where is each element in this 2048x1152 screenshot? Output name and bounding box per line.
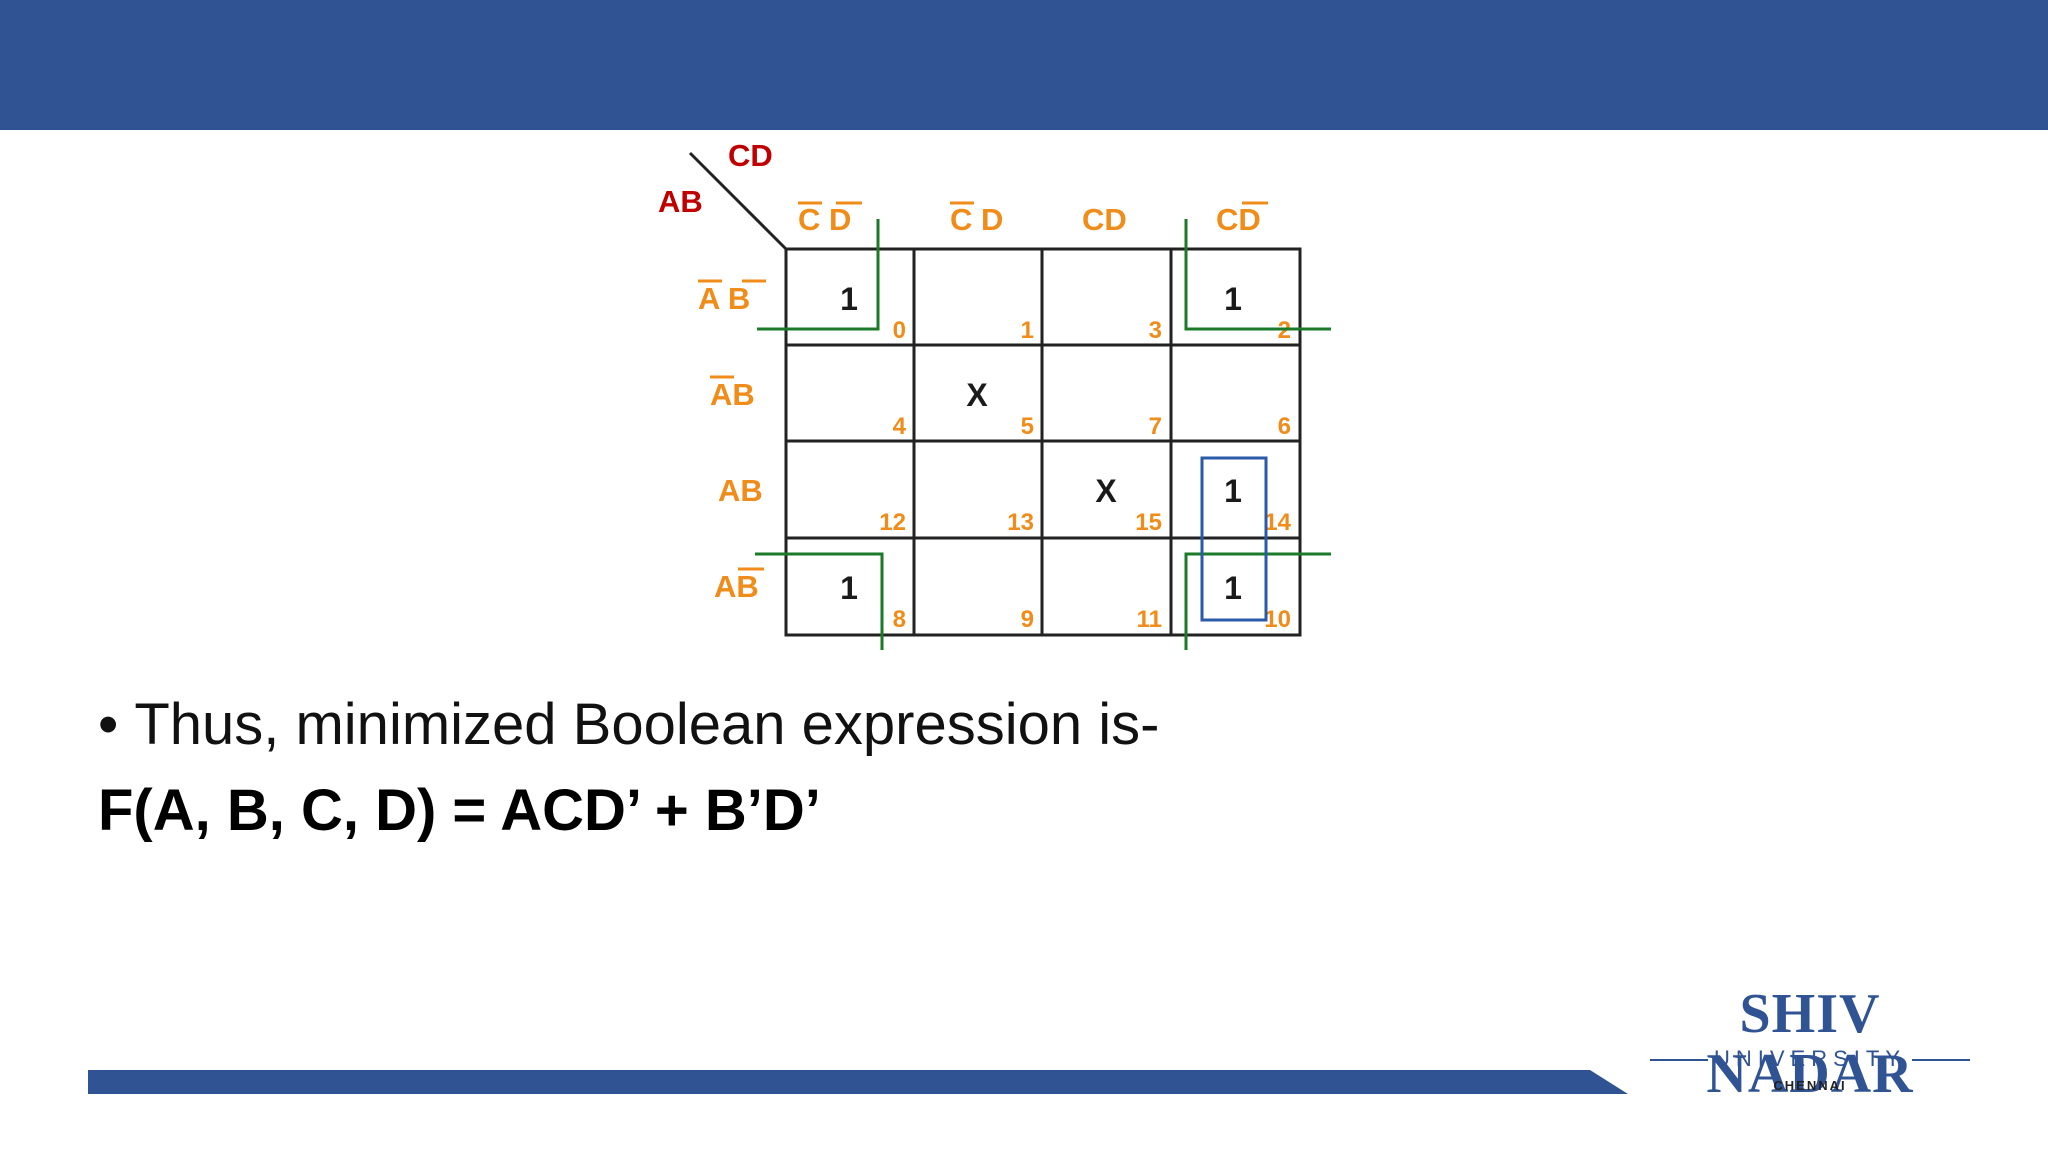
group-corner-top-left [757, 219, 880, 331]
kmap-col-var-label: CD [728, 138, 773, 173]
cell-value-15: X [1095, 473, 1117, 509]
logo-subtitle: UNIVERSITY [1640, 1046, 1980, 1072]
university-logo: SHIV NADAR UNIVERSITY CHENNAI [1640, 984, 1980, 1104]
logo-city: CHENNAI [1773, 1078, 1847, 1093]
cell-value-10: 1 [1224, 570, 1242, 606]
cell-index-13: 13 [1007, 509, 1034, 536]
col-header-0: C D [798, 202, 851, 237]
cell-value-8: 1 [840, 570, 858, 606]
kmap-corner-diagonal [688, 151, 788, 251]
cell-index-12: 12 [879, 509, 906, 536]
cell-value-14: 1 [1224, 473, 1242, 509]
row-header-3: AB [714, 569, 759, 604]
bullet-text: Thus, minimized Boolean expression is- [134, 692, 1160, 757]
cell-index-8: 8 [893, 606, 906, 633]
header-band [0, 0, 2048, 130]
cell-index-1: 1 [1021, 317, 1034, 344]
cell-value-0: 1 [840, 281, 858, 317]
cell-index-14: 14 [1264, 509, 1291, 536]
cell-index-0: 0 [893, 317, 906, 344]
cell-value-5: X [966, 377, 988, 413]
cell-index-7: 7 [1149, 413, 1162, 440]
col-header-3: CD [1216, 202, 1261, 237]
cell-index-4: 4 [893, 413, 907, 440]
cell-value-2: 1 [1224, 281, 1242, 317]
bullet-dot: • [98, 692, 119, 757]
group-corner-bottom-right [1184, 552, 1331, 650]
col-header-2: CD [1082, 202, 1127, 237]
row-header-0: A B [698, 281, 750, 316]
cell-index-5: 5 [1021, 413, 1034, 440]
cell-index-11: 11 [1137, 606, 1162, 633]
row-header-1: AB [710, 377, 755, 412]
cell-index-10: 10 [1264, 606, 1291, 633]
group-pair-box [1200, 456, 1268, 622]
boolean-expression: F(A, B, C, D) = ACD’ + B’D’ [98, 778, 821, 843]
kmap-row-var-label: AB [658, 184, 703, 219]
cell-index-3: 3 [1149, 317, 1162, 344]
cell-index-9: 9 [1021, 606, 1034, 633]
row-header-2: AB [718, 473, 763, 508]
cell-index-6: 6 [1278, 413, 1291, 440]
cell-index-15: 15 [1135, 509, 1162, 536]
bullet-statement: •Thus, minimized Boolean expression is- [98, 692, 1159, 758]
kmap-diagram: CD AB C D C D CD CD A B AB AB AB 1 0 1 3… [658, 138, 1331, 650]
group-corner-bottom-left [755, 552, 884, 650]
col-header-1: C D [950, 202, 1003, 237]
group-corner-top-right [1184, 219, 1331, 331]
